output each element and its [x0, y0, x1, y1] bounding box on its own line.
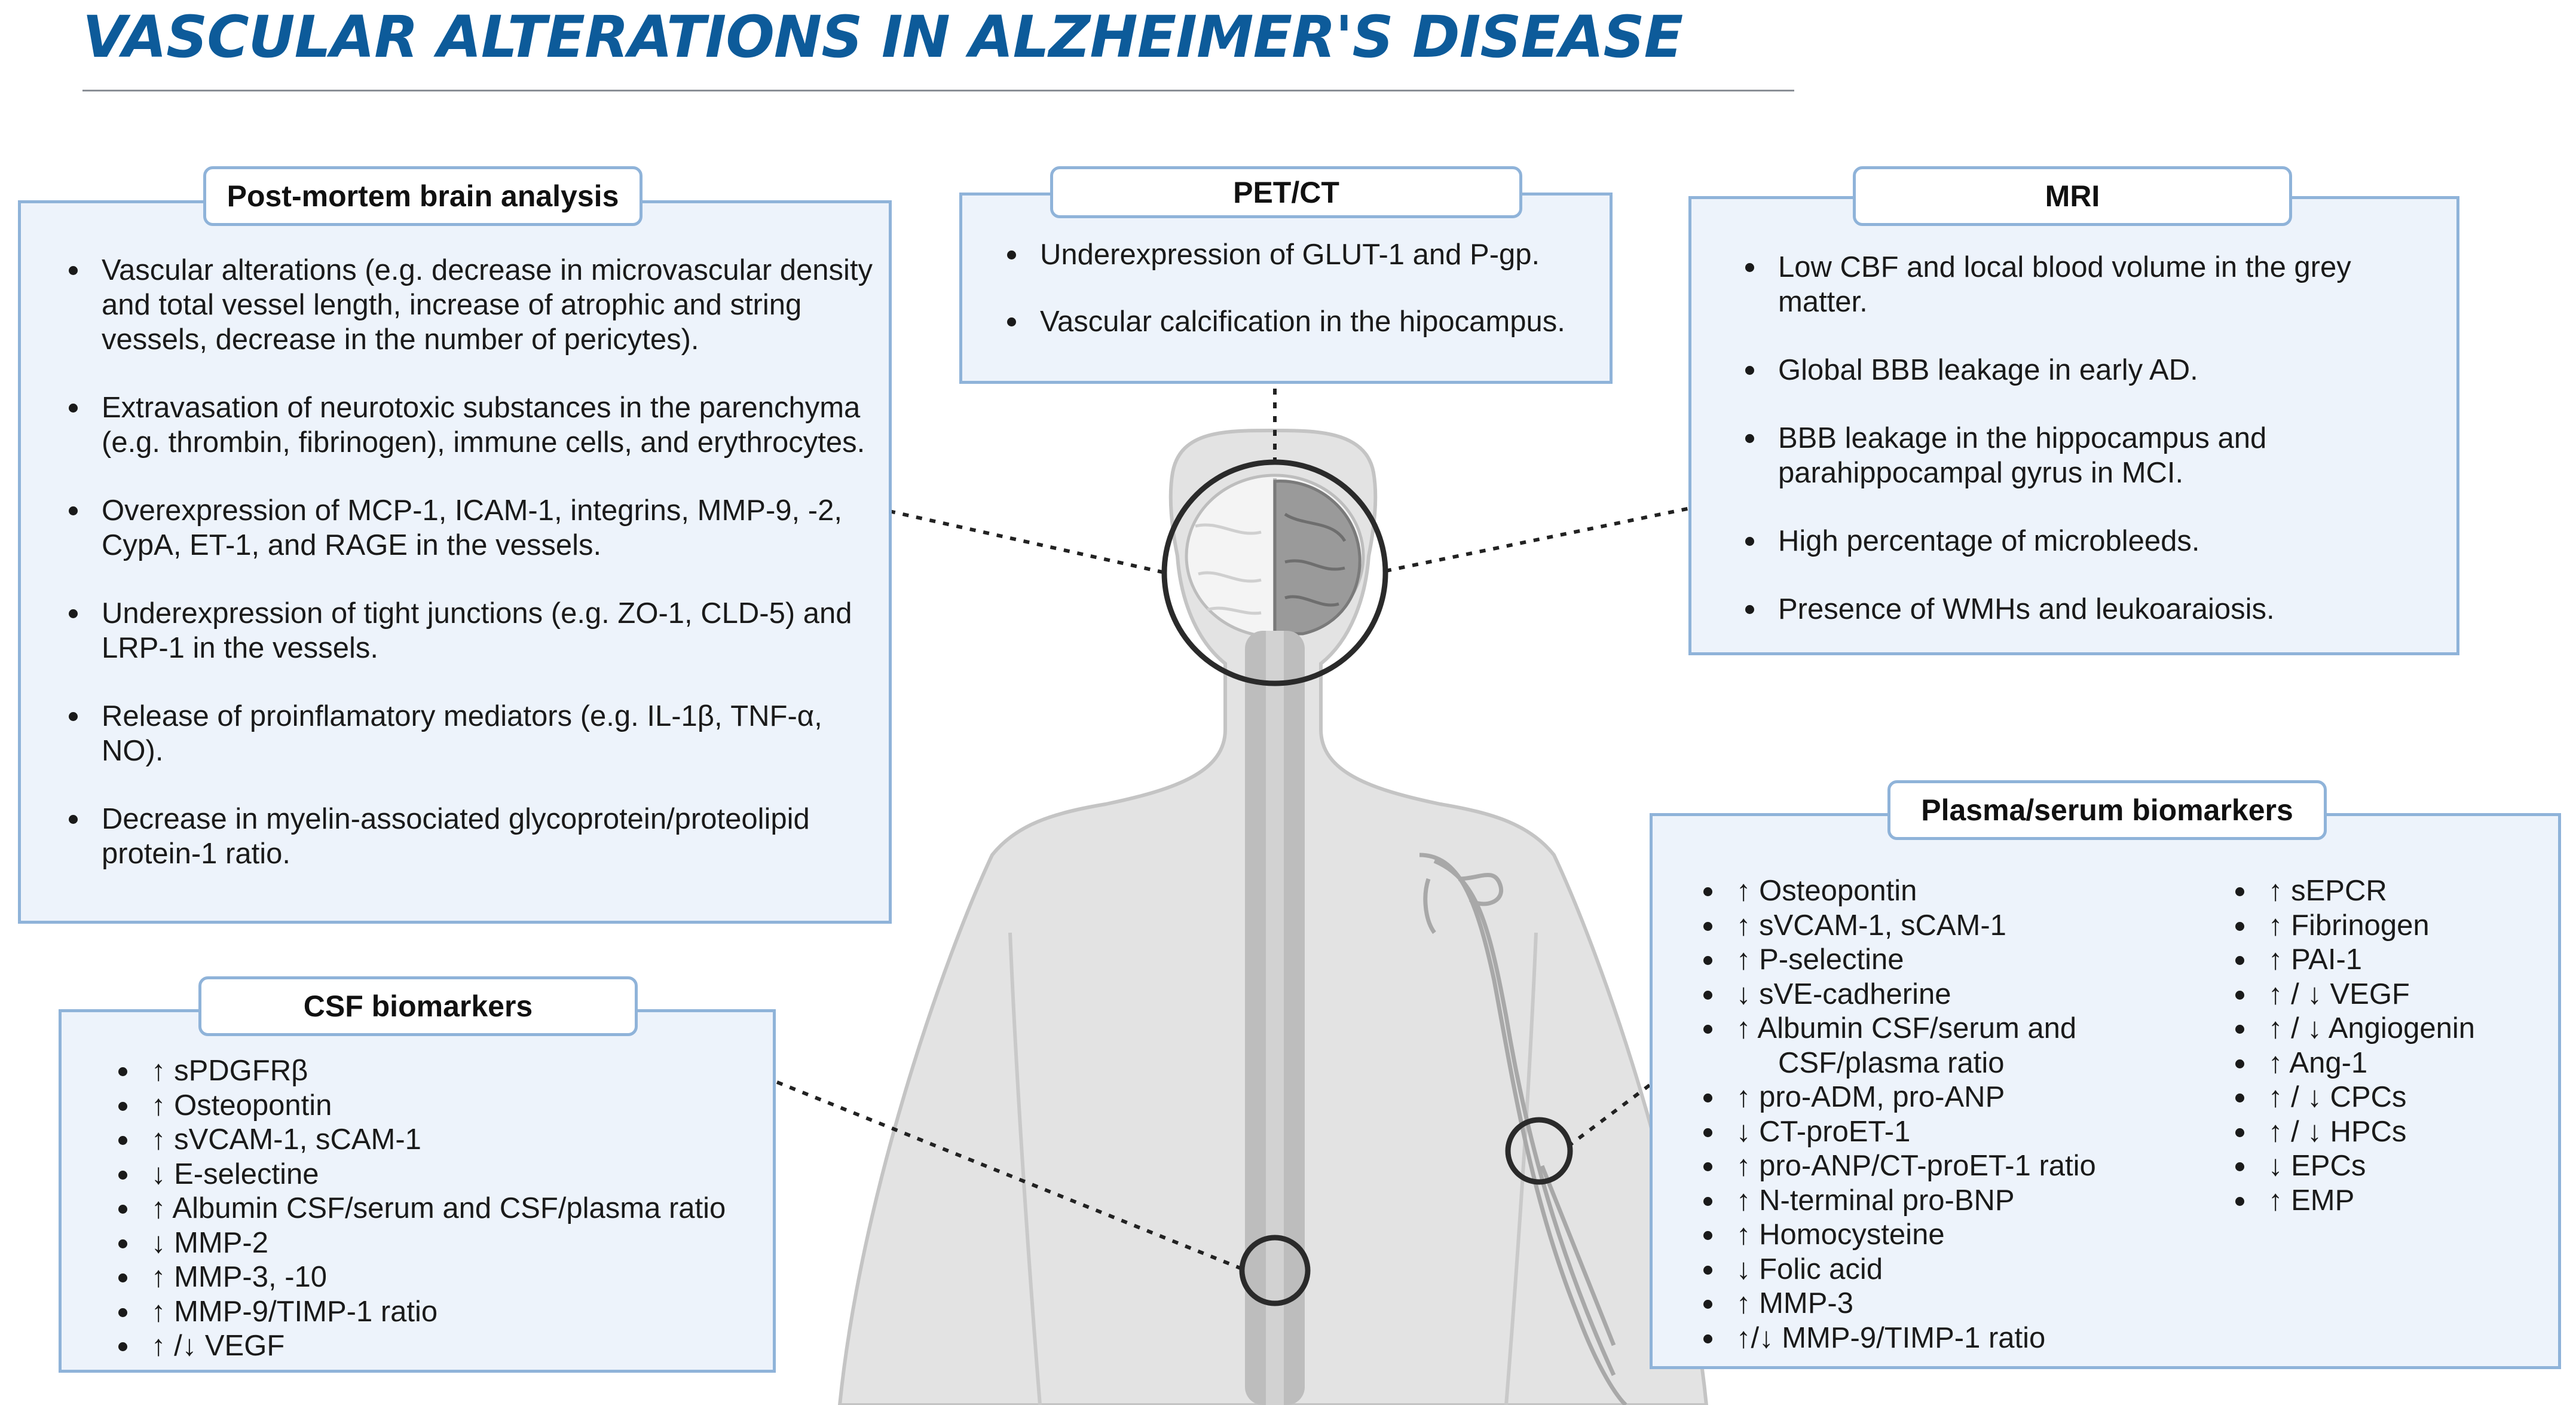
list-item: Low CBF and local blood volume in the gr…: [1715, 250, 2445, 319]
arm-artery-icon: [1419, 853, 1627, 1405]
list-item: ↓ CT-proET-1: [1674, 1115, 2164, 1150]
mri-list: Low CBF and local blood volume in the gr…: [1715, 250, 2445, 660]
list-item: Vascular alterations (e.g. decrease in m…: [39, 253, 876, 357]
plasma-list-col1: ↑ Osteopontin ↑ sVCAM-1, sCAM-1 ↑ P-sele…: [1674, 874, 2164, 1355]
petct-header: PET/CT: [1050, 166, 1522, 218]
plasma-panel: ↑ Osteopontin ↑ sVCAM-1, sCAM-1 ↑ P-sele…: [1650, 813, 2561, 1369]
brain-callout-circle: [1161, 459, 1388, 686]
list-item: ↑ sPDGFRβ: [88, 1054, 770, 1089]
postmortem-panel: Vascular alterations (e.g. decrease in m…: [18, 200, 892, 924]
list-item-text: ↑ Albumin CSF/serum and: [1736, 1012, 2077, 1044]
postmortem-header: Post-mortem brain analysis: [203, 166, 643, 226]
list-item: ↑ / ↓ HPCs: [2205, 1115, 2552, 1150]
spine-callout-circle: [1239, 1235, 1311, 1306]
plasma-list-col2: ↑ sEPCR ↑ Fibrinogen ↑ PAI-1 ↑ / ↓ VEGF …: [2205, 874, 2552, 1218]
list-item: Underexpression of tight junctions (e.g.…: [39, 596, 876, 665]
connector-lines: [776, 389, 1691, 1272]
list-item: Overexpression of MCP-1, ICAM-1, integri…: [39, 493, 876, 563]
petct-list: Underexpression of GLUT-1 and P-gp. Vasc…: [977, 237, 1605, 372]
list-item-continuation: CSF/plasma ratio: [1778, 1046, 2005, 1079]
list-item: ↑ Albumin CSF/serum and CSF/plasma ratio: [88, 1192, 770, 1226]
petct-panel: Underexpression of GLUT-1 and P-gp. Vasc…: [959, 193, 1613, 384]
mri-panel: Low CBF and local blood volume in the gr…: [1688, 196, 2459, 655]
title-divider: [82, 90, 1794, 91]
list-item: ↑ Osteopontin: [88, 1089, 770, 1123]
left-arm-contour: [1008, 932, 1042, 1405]
list-item: ↑ P-selectine: [1674, 943, 2164, 978]
list-item: Vascular calcification in the hipocampus…: [977, 304, 1605, 339]
list-item: ↑ PAI-1: [2205, 943, 2552, 978]
list-item: ↑ N-terminal pro-BNP: [1674, 1184, 2164, 1218]
page-title: VASCULAR ALTERATIONS IN ALZHEIMER'S DISE…: [82, 4, 1683, 71]
list-item: ↑ /↓ VEGF: [88, 1329, 770, 1364]
list-item: Extravasation of neurotoxic substances i…: [39, 390, 876, 460]
list-item: ↑ MMP-3, -10: [88, 1260, 770, 1295]
list-item: ↑ MMP-9/TIMP-1 ratio: [88, 1295, 770, 1330]
list-item: ↑ EMP: [2205, 1184, 2552, 1218]
list-item: ↑/↓ MMP-9/TIMP-1 ratio: [1674, 1321, 2164, 1356]
list-item: ↓ Folic acid: [1674, 1253, 2164, 1287]
list-item: ↑ pro-ANP/CT-proET-1 ratio: [1674, 1149, 2164, 1184]
list-item: ↑ Osteopontin: [1674, 874, 2164, 909]
list-item: Release of proinflamatory mediators (e.g…: [39, 699, 876, 768]
list-item: ↑ sEPCR: [2205, 874, 2552, 909]
list-item: ↑ MMP-3: [1674, 1287, 2164, 1321]
mri-header: MRI: [1853, 166, 2292, 226]
list-item: Decrease in myelin-associated glycoprote…: [39, 802, 876, 871]
list-item: High percentage of microbleeds.: [1715, 524, 2445, 558]
list-item: ↑ / ↓ Angiogenin: [2205, 1012, 2552, 1046]
list-item: ↑ sVCAM-1, sCAM-1: [1674, 909, 2164, 943]
list-item: ↑ Ang-1: [2205, 1046, 2552, 1081]
csf-list: ↑ sPDGFRβ ↑ Osteopontin ↑ sVCAM-1, sCAM-…: [88, 1054, 770, 1364]
list-item: Global BBB leakage in early AD.: [1715, 353, 2445, 387]
list-item: ↓ MMP-2: [88, 1226, 770, 1261]
list-item: ↓ E-selectine: [88, 1157, 770, 1192]
plasma-header: Plasma/serum biomarkers: [1887, 780, 2327, 840]
list-item: ↑ / ↓ CPCs: [2205, 1080, 2552, 1115]
list-item: BBB leakage in the hippocampus and parah…: [1715, 421, 2445, 490]
arm-callout-circle: [1505, 1117, 1573, 1185]
csf-header: CSF biomarkers: [198, 976, 638, 1036]
list-item: Underexpression of GLUT-1 and P-gp.: [977, 237, 1605, 272]
brain-icon: [1185, 474, 1365, 670]
list-item: ↓ sVE-cadherine: [1674, 978, 2164, 1012]
csf-panel: ↑ sPDGFRβ ↑ Osteopontin ↑ sVCAM-1, sCAM-…: [59, 1009, 776, 1373]
list-item: ↓ EPCs: [2205, 1149, 2552, 1184]
right-arm-contour: [1504, 932, 1538, 1405]
list-item: ↑ pro-ADM, pro-ANP: [1674, 1080, 2164, 1115]
spinal-cord-center: [1266, 631, 1284, 1405]
postmortem-list: Vascular alterations (e.g. decrease in m…: [39, 253, 876, 905]
list-item: ↑ Albumin CSF/serum and CSF/plasma ratio: [1674, 1012, 2164, 1080]
list-item: ↑ Fibrinogen: [2205, 909, 2552, 943]
list-item: ↑ sVCAM-1, sCAM-1: [88, 1123, 770, 1157]
list-item: ↑ Homocysteine: [1674, 1218, 2164, 1253]
list-item: Presence of WMHs and leukoaraiosis.: [1715, 592, 2445, 627]
list-item: ↑ / ↓ VEGF: [2205, 978, 2552, 1012]
